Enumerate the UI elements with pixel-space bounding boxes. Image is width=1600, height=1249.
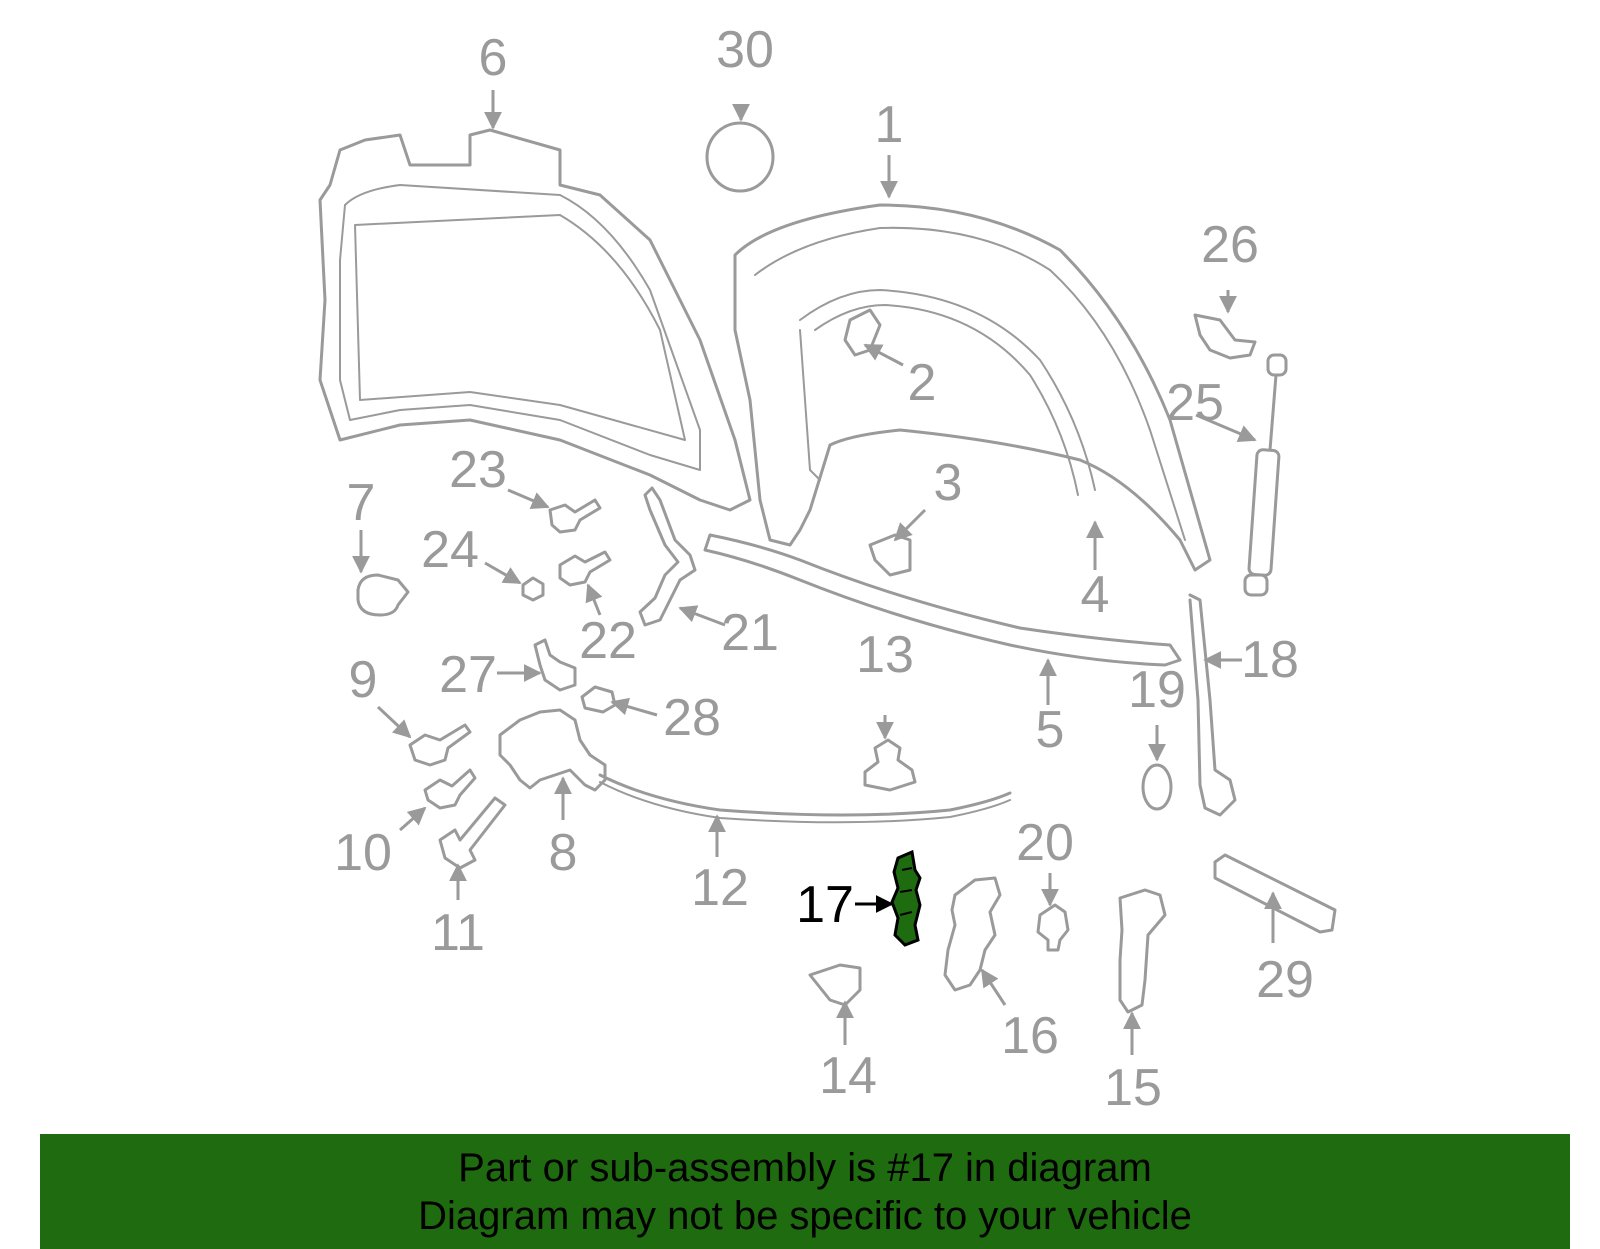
- callout-11: 11: [431, 904, 485, 962]
- part-11-release-handle: [438, 796, 507, 870]
- part-28-pad: [580, 685, 617, 714]
- callout-24: 24: [421, 521, 479, 579]
- part-13-bumper: [863, 738, 917, 792]
- part-17-seal-highlighted: [890, 849, 922, 947]
- callout-5: 5: [1036, 701, 1065, 759]
- callout-4: 4: [1081, 566, 1110, 624]
- part-24-nut: [521, 576, 545, 602]
- banner-line-disclaimer: Diagram may not be specific to your vehi…: [418, 1194, 1192, 1238]
- part-19-grommet: [1141, 763, 1173, 811]
- callout-14: 14: [819, 1047, 877, 1105]
- part-27-clip: [533, 638, 577, 692]
- callout-18: 18: [1241, 631, 1299, 689]
- part-21-hinge: [638, 486, 697, 627]
- part-3-bumper: [868, 533, 912, 577]
- part-7-push-clip: [356, 573, 410, 617]
- callout-25: 25: [1166, 374, 1224, 432]
- part-2-clip: [843, 308, 882, 357]
- part-1-hood: [733, 203, 1212, 572]
- part-12-release-cable: [598, 773, 1012, 817]
- callout-27: 27: [439, 646, 497, 704]
- banner-line-part-number: Part or sub-assembly is #17 in diagram: [458, 1146, 1152, 1190]
- part-10-bolt: [423, 768, 477, 810]
- info-banner: Part or sub-assembly is #17 in diagram D…: [40, 1134, 1570, 1249]
- callout-10: 10: [334, 824, 392, 882]
- callout-8: 8: [549, 824, 578, 882]
- part-8-latch: [498, 708, 607, 792]
- callout-29: 29: [1256, 951, 1314, 1009]
- part-26-pin: [1193, 313, 1257, 360]
- callout-21: 21: [721, 604, 779, 662]
- part-20-clip: [1036, 903, 1070, 952]
- part-5-weatherstrip: [703, 533, 1182, 667]
- leader-arrows: [352, 90, 1282, 1055]
- callout-28: 28: [663, 689, 721, 747]
- callout-1: 1: [875, 96, 904, 154]
- callout-16: 16: [1001, 1007, 1059, 1065]
- part-9-bolt: [408, 723, 472, 767]
- part-29-seal-strip: [1213, 853, 1337, 934]
- callout-19: 19: [1128, 661, 1186, 719]
- callout-3: 3: [934, 454, 963, 512]
- callout-20: 20: [1016, 814, 1074, 872]
- callout-9: 9: [349, 651, 378, 709]
- callout-13: 13: [856, 626, 914, 684]
- part-23-bolt: [548, 498, 602, 534]
- part-16-bracket: [943, 876, 1002, 992]
- callout-12: 12: [691, 859, 749, 917]
- part-15-bracket: [1118, 888, 1167, 1014]
- callout-17-highlighted: 17: [796, 876, 854, 934]
- callout-30: 30: [716, 21, 774, 79]
- part-25-strut: [1243, 353, 1288, 597]
- callout-7: 7: [347, 474, 376, 532]
- callout-numbers: 6 30 1 26 2 25 23 3 7 24 4 22 21 13 18 9…: [334, 21, 1314, 1117]
- part-22-bolt: [558, 550, 612, 587]
- callout-26: 26: [1201, 216, 1259, 274]
- callout-6: 6: [479, 29, 508, 87]
- part-30-plug: [705, 121, 775, 193]
- part-6-hood-insulator: [318, 128, 752, 512]
- callout-22: 22: [579, 612, 637, 670]
- callout-15: 15: [1104, 1059, 1162, 1117]
- part-18-prop-rod: [1188, 593, 1237, 817]
- part-14-bumper: [808, 963, 862, 1007]
- callout-2: 2: [908, 354, 937, 412]
- callout-23: 23: [449, 441, 507, 499]
